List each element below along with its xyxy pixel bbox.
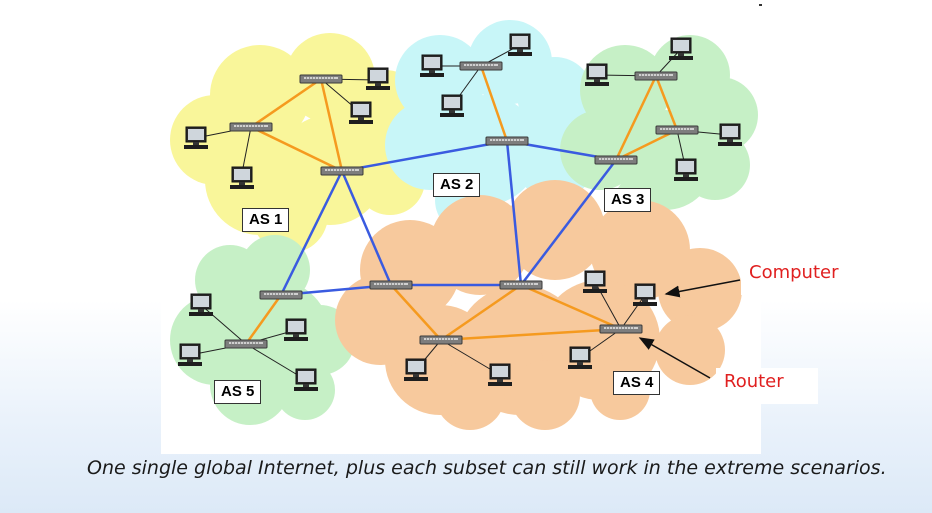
computer-icon <box>183 126 209 150</box>
router-as1-c <box>320 166 364 176</box>
router-as4-a <box>369 280 413 290</box>
computer-icon <box>582 270 608 294</box>
router-as3-b <box>655 125 699 135</box>
router-as5-a <box>259 290 303 300</box>
as4-cloud <box>335 180 742 430</box>
computer-callout: Computer <box>741 259 861 295</box>
as3-cloud <box>560 35 758 225</box>
computer-icon <box>487 363 513 387</box>
computer-icon <box>293 368 319 392</box>
as3-label: AS 3 <box>604 188 652 212</box>
router-as5-b <box>224 339 268 349</box>
computer-icon <box>507 33 533 57</box>
router-as1-a <box>229 122 273 132</box>
computer-icon <box>717 123 743 147</box>
computer-icon <box>419 54 445 78</box>
router-as2-a <box>459 61 503 71</box>
router-as4-b <box>499 280 543 290</box>
as2-label: AS 2 <box>433 173 481 197</box>
router-as2-b <box>485 136 529 146</box>
intra-as-links <box>244 65 679 345</box>
computer-icon <box>632 283 658 307</box>
as4-label: AS 4 <box>613 371 661 395</box>
computer-icon <box>365 67 391 91</box>
router-as3-c <box>594 155 638 165</box>
computer-icon <box>439 94 465 118</box>
router-callout: Router <box>716 368 818 404</box>
computer-icon <box>584 63 610 87</box>
as1-label: AS 1 <box>242 208 290 232</box>
computer-icon <box>188 293 214 317</box>
computer-icon <box>668 37 694 61</box>
computer-icon <box>177 343 203 367</box>
computer-icon <box>283 318 309 342</box>
top-mark <box>759 4 762 6</box>
router-as1-b <box>299 74 343 84</box>
router-as4-c <box>419 335 463 345</box>
computer-icon <box>403 358 429 382</box>
computer-icon <box>673 158 699 182</box>
router-as4-d <box>599 324 643 334</box>
caption-text: One single global Internet, plus each su… <box>87 457 887 479</box>
computer-pointer-arrow <box>664 279 741 298</box>
computer-icon <box>229 166 255 190</box>
as5-label: AS 5 <box>214 380 262 404</box>
router-as3-a <box>634 71 678 81</box>
router-pointer-arrow <box>638 337 711 379</box>
computer-icon <box>348 101 374 125</box>
computer-icon <box>567 346 593 370</box>
